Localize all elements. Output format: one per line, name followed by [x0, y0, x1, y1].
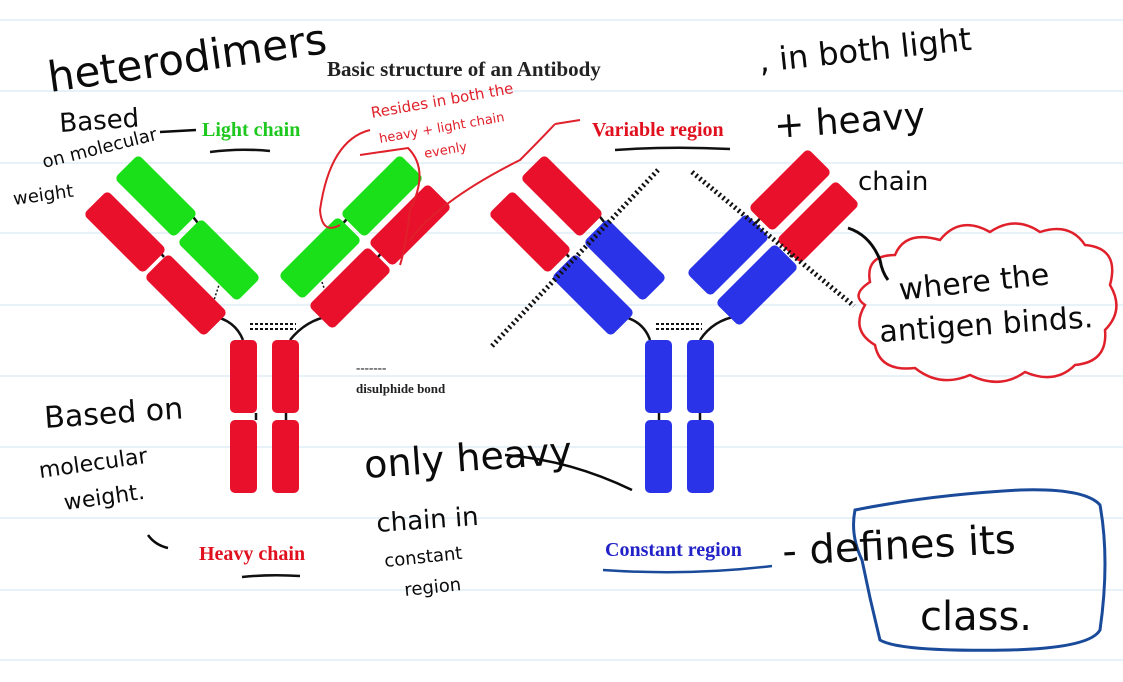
svg-text:+ heavy: + heavy — [773, 96, 927, 147]
boundary-line-left — [490, 168, 660, 348]
r-left-arm-light-variable — [522, 156, 602, 236]
note-based-mw-heavy: Based on molecular weight. — [37, 391, 184, 516]
boundary-line-right — [690, 170, 856, 308]
defines-class-box — [852, 488, 1107, 652]
r-stem-constant-3 — [645, 420, 672, 493]
left-arm-heavy-constant — [146, 255, 226, 335]
note-heterodimers: heterodimers — [45, 14, 330, 102]
left-arm-light-variable — [116, 156, 196, 236]
disulphide-legend-label: disulphide bond — [356, 381, 446, 396]
svg-text:- defines its: - defines its — [781, 517, 1017, 575]
right-arm-light-variable — [342, 156, 422, 236]
r-left-arm-heavy-variable — [490, 192, 570, 272]
stem-heavy-1 — [230, 340, 257, 413]
svg-text:constant: constant — [383, 543, 463, 572]
svg-text:weight: weight — [12, 181, 75, 210]
svg-text:antigen binds.: antigen binds. — [878, 300, 1094, 350]
right-arm-light-constant — [280, 218, 360, 298]
stem-heavy-3 — [230, 420, 257, 493]
svg-text:region: region — [403, 574, 462, 601]
r-right-arm-light-variable — [750, 150, 830, 230]
left-antibody — [85, 156, 450, 493]
stem-heavy-2 — [272, 340, 299, 413]
right-arm-heavy-variable — [370, 185, 450, 265]
r-right-arm-heavy-variable — [778, 182, 858, 262]
svg-text:molecular: molecular — [37, 444, 150, 484]
svg-text:where the: where the — [897, 257, 1051, 308]
r-left-arm-heavy-constant — [553, 255, 633, 335]
svg-text:, in both light: , in both light — [757, 20, 973, 80]
left-arm-light-constant — [179, 220, 259, 300]
r-stem-constant-2 — [687, 340, 714, 413]
r-right-arm-light-constant — [688, 215, 768, 295]
constant-region-label: Constant region — [605, 539, 742, 561]
r-stem-constant-4 — [687, 420, 714, 493]
disulphide-legend-symbol: ------- — [356, 360, 386, 375]
svg-text:only heavy: only heavy — [363, 429, 574, 487]
svg-text:evenly: evenly — [423, 140, 468, 162]
variable-region-label: Variable region — [592, 119, 724, 141]
light-chain-label: Light chain — [202, 119, 300, 141]
note-defines-class: - defines its class. — [781, 517, 1032, 640]
stem-heavy-4 — [272, 420, 299, 493]
r-right-arm-heavy-constant — [717, 245, 797, 325]
svg-text:Based: Based — [58, 103, 140, 138]
right-arm-heavy-constant — [310, 248, 390, 328]
svg-text:chain in: chain in — [375, 502, 479, 539]
svg-text:chain: chain — [858, 167, 928, 197]
svg-text:weight.: weight. — [62, 480, 146, 516]
diagram-title: Basic structure of an Antibody — [327, 57, 601, 81]
antigen-cloud-outline — [857, 222, 1118, 383]
svg-text:Based on: Based on — [43, 391, 184, 436]
heavy-chain-label: Heavy chain — [199, 543, 305, 565]
r-stem-constant-1 — [645, 340, 672, 413]
r-left-arm-light-constant — [585, 220, 665, 300]
left-arm-heavy-variable — [85, 192, 165, 272]
resides-bracket — [318, 119, 581, 241]
note-antigen-binds: where the antigen binds. — [878, 257, 1094, 350]
right-antibody — [490, 150, 858, 493]
note-only-heavy-constant: only heavy chain in constant region — [363, 429, 574, 601]
hand-underlines — [209, 146, 773, 579]
svg-text:class.: class. — [920, 594, 1032, 640]
